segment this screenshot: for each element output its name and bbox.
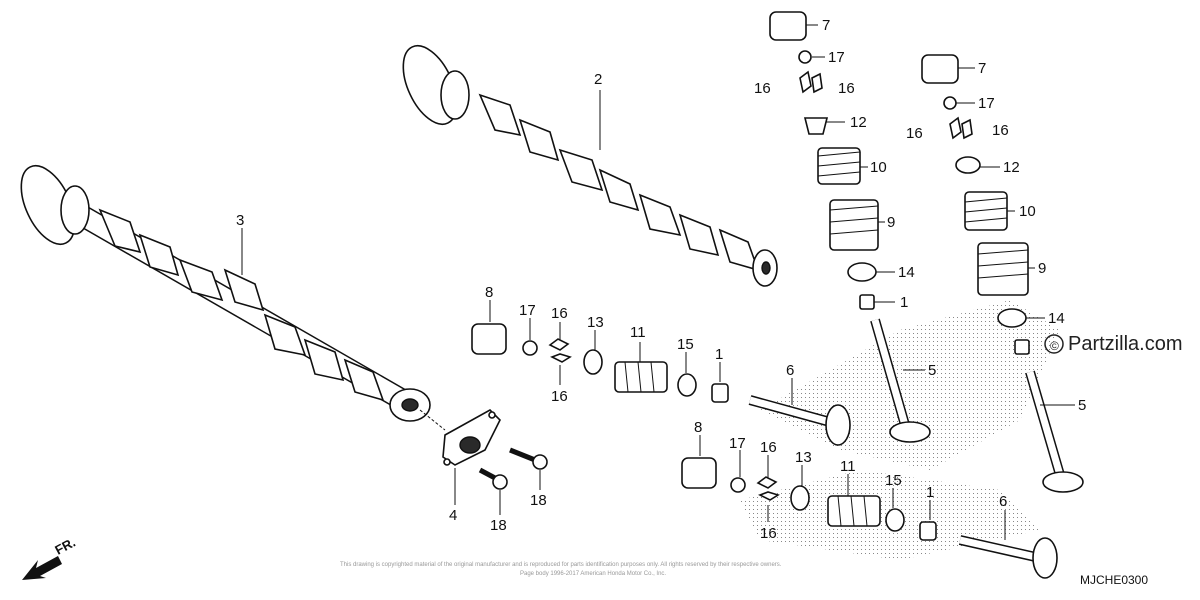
valve-5-a[interactable] xyxy=(870,318,931,443)
bolt-18-b[interactable] xyxy=(478,467,508,490)
callout-16-b[interactable]: 16 xyxy=(838,80,855,97)
callout-16-f[interactable]: 16 xyxy=(551,388,568,405)
valve-5-b[interactable] xyxy=(1025,370,1084,493)
camshaft-2[interactable] xyxy=(392,38,778,287)
camshaft-3[interactable] xyxy=(10,158,431,422)
callout-1-c[interactable]: 1 xyxy=(926,484,934,501)
valve-6-b[interactable] xyxy=(958,535,1058,579)
callout-10-b[interactable]: 10 xyxy=(1019,203,1036,220)
watermark-text: Partzilla.com xyxy=(1068,333,1182,355)
callout-16-d[interactable]: 16 xyxy=(992,122,1009,139)
valve-stack-right-1[interactable] xyxy=(769,11,931,443)
callout-13-b[interactable]: 13 xyxy=(795,449,812,466)
callout-4[interactable]: 4 xyxy=(449,507,457,524)
thrust-plate-4[interactable] xyxy=(419,409,501,466)
valve-spring-9-b[interactable] xyxy=(977,242,1029,296)
callout-14-a[interactable]: 14 xyxy=(898,264,915,281)
copyright-line-2: Page body 1996-2017 American Honda Motor… xyxy=(520,571,666,577)
callout-16-a[interactable]: 16 xyxy=(754,80,771,97)
front-direction-indicator: FR. xyxy=(22,535,78,580)
callout-5-b[interactable]: 5 xyxy=(1078,397,1086,414)
callout-17-d[interactable]: 17 xyxy=(729,435,746,452)
valve-stack-right-2[interactable] xyxy=(921,54,1084,493)
valve-spring-11-a[interactable] xyxy=(614,361,668,393)
diagram-code: MJCHE0300 xyxy=(1080,573,1148,587)
callout-11-b[interactable]: 11 xyxy=(840,458,856,475)
callout-14-b[interactable]: 14 xyxy=(1048,310,1065,327)
valve-spring-10-b[interactable] xyxy=(964,191,1008,231)
valve-6-a[interactable] xyxy=(748,395,851,446)
valve-stack-horizontal-1[interactable] xyxy=(471,323,851,446)
callout-7-a[interactable]: 7 xyxy=(822,17,830,34)
callout-13-a[interactable]: 13 xyxy=(587,314,604,331)
callout-9-b[interactable]: 9 xyxy=(1038,260,1046,277)
valve-stack-horizontal-2[interactable] xyxy=(681,457,1058,579)
callout-11-a[interactable]: 11 xyxy=(630,324,646,341)
copyright-icon: © xyxy=(1050,339,1059,353)
front-arrow-icon xyxy=(22,556,62,580)
callout-18-b[interactable]: 18 xyxy=(490,517,507,534)
callout-2[interactable]: 2 xyxy=(594,71,602,88)
valve-spring-10-a[interactable] xyxy=(817,147,861,185)
callout-1-b[interactable]: 1 xyxy=(715,346,723,363)
callout-1-a[interactable]: 1 xyxy=(900,294,908,311)
callout-16-h[interactable]: 16 xyxy=(760,525,777,542)
front-label: FR. xyxy=(52,535,78,558)
copyright-line-1: This drawing is copyrighted material of … xyxy=(340,562,782,568)
callout-17-a[interactable]: 17 xyxy=(828,49,845,66)
callout-6-a[interactable]: 6 xyxy=(786,362,794,379)
callout-9-a[interactable]: 9 xyxy=(887,214,895,231)
leader-lines xyxy=(241,24,1075,540)
callout-labels: 2 3 4 18 18 7 17 16 16 12 10 9 14 1 5 7 … xyxy=(236,17,1086,542)
callout-12-a[interactable]: 12 xyxy=(850,114,867,131)
valve-spring-9-a[interactable] xyxy=(829,199,879,251)
callout-16-g[interactable]: 16 xyxy=(760,439,777,456)
callout-8-a[interactable]: 8 xyxy=(485,284,493,301)
watermark: © Partzilla.com xyxy=(1044,333,1182,355)
callout-8-b[interactable]: 8 xyxy=(694,419,702,436)
callout-12-b[interactable]: 12 xyxy=(1003,159,1020,176)
callout-5-a[interactable]: 5 xyxy=(928,362,936,379)
callout-18-a[interactable]: 18 xyxy=(530,492,547,509)
callout-10-a[interactable]: 10 xyxy=(870,159,887,176)
callout-7-b[interactable]: 7 xyxy=(978,60,986,77)
callout-17-c[interactable]: 17 xyxy=(519,302,536,319)
callout-15-b[interactable]: 15 xyxy=(885,472,902,489)
callout-15-a[interactable]: 15 xyxy=(677,336,694,353)
callout-6-b[interactable]: 6 xyxy=(999,493,1007,510)
callout-3[interactable]: 3 xyxy=(236,212,244,229)
callout-16-e[interactable]: 16 xyxy=(551,305,568,322)
bolt-18-a[interactable] xyxy=(509,447,548,470)
valve-spring-11-b[interactable] xyxy=(827,495,881,527)
callout-17-b[interactable]: 17 xyxy=(978,95,995,112)
callout-16-c[interactable]: 16 xyxy=(906,125,923,142)
